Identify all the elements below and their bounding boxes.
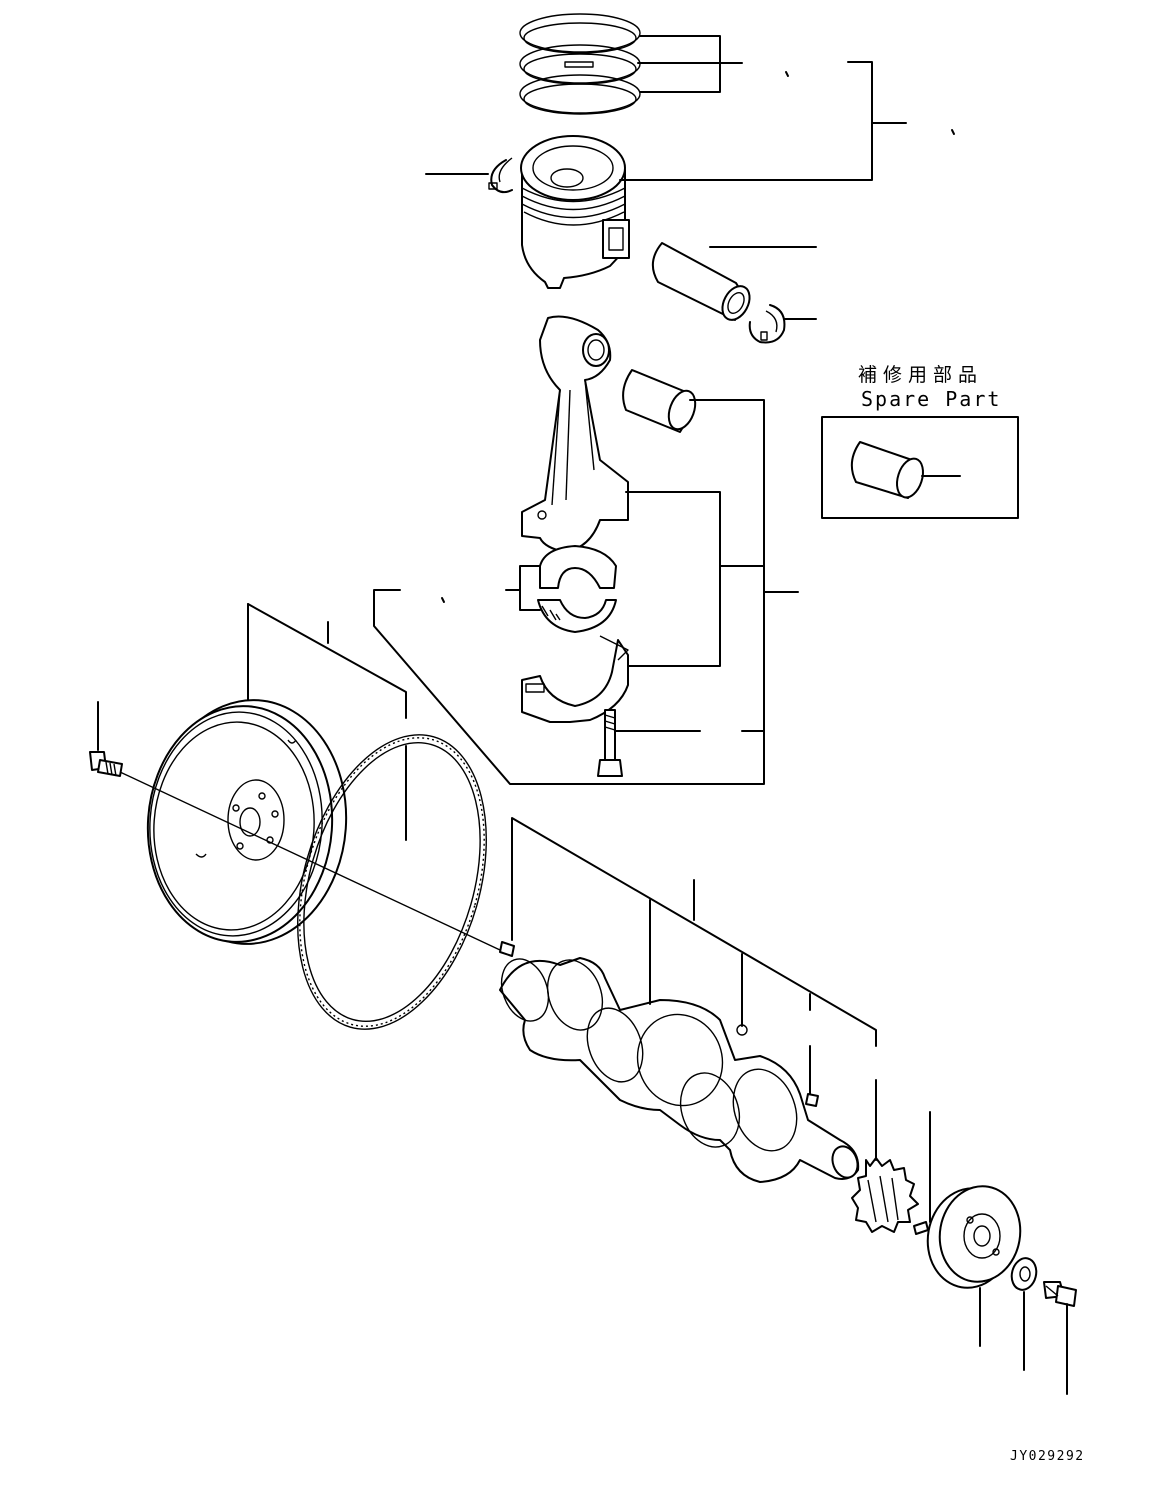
flywheel — [146, 699, 348, 945]
pulley-washer — [1010, 1257, 1038, 1291]
piston-rings — [519, 13, 641, 115]
gear-key — [913, 1221, 929, 1235]
leader-lines — [97, 35, 1068, 1395]
connecting-rod-bolt — [597, 709, 623, 777]
crank-pulley — [926, 1185, 1022, 1289]
drawing-code: JY029292 — [1010, 1449, 1085, 1464]
piston — [520, 135, 630, 289]
spare-part-panel: 補修用部品 Spare Part — [821, 364, 1019, 519]
connecting-rod — [521, 315, 629, 553]
snap-ring-left — [488, 157, 513, 194]
upper-bearing-shell — [539, 545, 617, 589]
crankshaft — [499, 957, 860, 1183]
snap-ring-right — [748, 304, 786, 344]
spare-part-label-en: Spare Part — [861, 387, 1001, 411]
lower-bearing-shell — [537, 599, 617, 633]
flywheel-bolt — [89, 751, 123, 777]
crank-gear — [851, 1157, 919, 1233]
spare-part-box — [821, 416, 1019, 519]
spare-bushing — [850, 441, 961, 499]
dowel-pin — [499, 941, 515, 957]
piston-pin — [651, 242, 751, 321]
small-end-bushing — [622, 369, 697, 433]
pulley-bolt — [1043, 1281, 1077, 1307]
connecting-rod-cap — [521, 635, 629, 723]
spare-part-label-jp: 補修用部品 — [858, 364, 983, 386]
